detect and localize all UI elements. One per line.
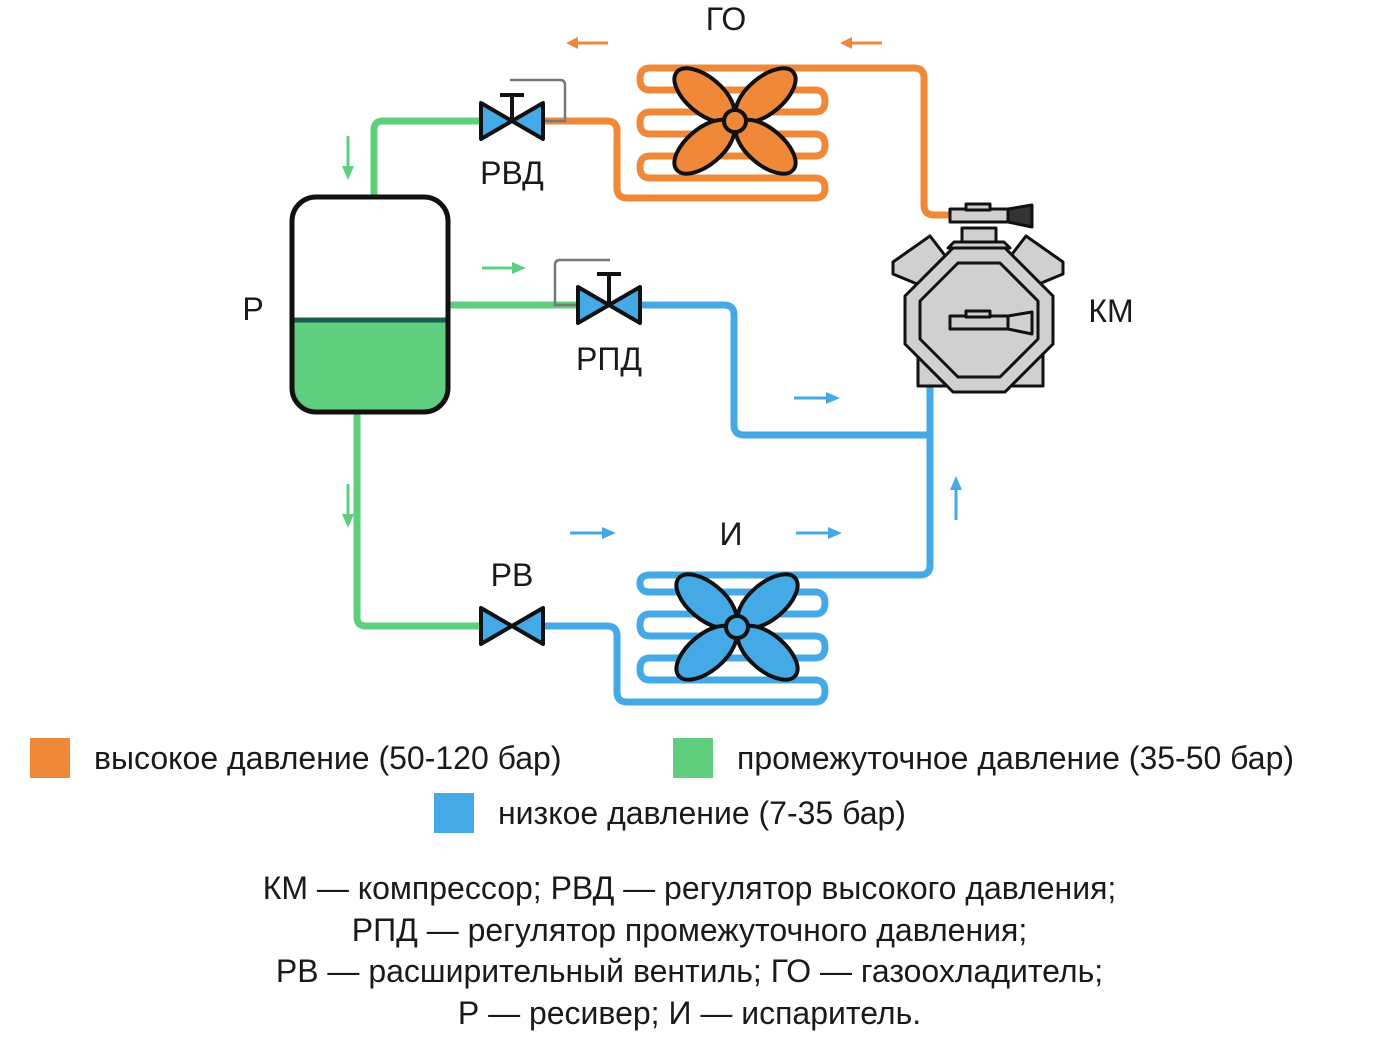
abbreviations-caption: КМ — компрессор; РВД — регулятор высоког… — [0, 868, 1379, 1034]
flow-arrows-low — [570, 392, 962, 539]
pipe-gas-cooler-coil — [543, 64, 829, 202]
label-compressor: КМ — [1088, 293, 1133, 329]
flow-arrows-intermediate — [342, 136, 526, 528]
label-receiver: Р — [242, 291, 263, 327]
pipe-receiver-to-rvd — [370, 117, 482, 196]
label-gas-cooler: ГО — [706, 1, 746, 37]
legend-swatch-intermediate — [673, 738, 713, 778]
caption-line: РПД — регулятор промежуточного давления; — [351, 911, 1028, 948]
legend-label-high: высокое давление (50-120 бар) — [94, 739, 562, 776]
legend-swatch-high — [30, 738, 70, 778]
evaporator-fan-icon — [665, 562, 809, 692]
legend-label-low: низкое давление (7-35 бар) — [498, 794, 906, 831]
label-expansion-valve: РВ — [491, 557, 534, 593]
flow-arrows-high — [566, 37, 882, 49]
label-high-pressure-regulator: РВД — [480, 155, 544, 191]
compressor — [891, 202, 1065, 394]
receiver — [289, 194, 451, 415]
legend-swatch-low — [434, 793, 474, 833]
pipe-compressor-to-gas-cooler — [800, 64, 950, 219]
legend-item-intermediate: промежуточное давление (35-50 бар) — [673, 737, 1294, 779]
label-evaporator: И — [720, 516, 743, 552]
expansion-valve — [479, 606, 545, 646]
caption-line: РВ — расширительный вентиль; ГО — газоох… — [275, 953, 1104, 989]
pipe-rpd-to-compressor — [641, 301, 930, 439]
legend-item-high: высокое давление (50-120 бар) — [30, 737, 561, 779]
high-pressure-regulator — [479, 78, 567, 141]
legend-item-low: низкое давление (7-35 бар) — [434, 792, 906, 834]
intermediate-pressure-regulator — [553, 258, 642, 325]
caption-line: Р — ресивер; И — испаритель. — [457, 994, 922, 1031]
pipe-receiver-to-rv — [353, 414, 482, 630]
legend-label-intermediate: промежуточное давление (35-50 бар) — [737, 739, 1295, 776]
caption-line: КМ — компрессор; РВД — регулятор высоког… — [262, 870, 1117, 906]
pipe-evaporator-coil — [543, 571, 829, 706]
gas-cooler-fan-icon — [663, 56, 807, 186]
label-intermediate-pressure-regulator: РПД — [576, 341, 642, 377]
